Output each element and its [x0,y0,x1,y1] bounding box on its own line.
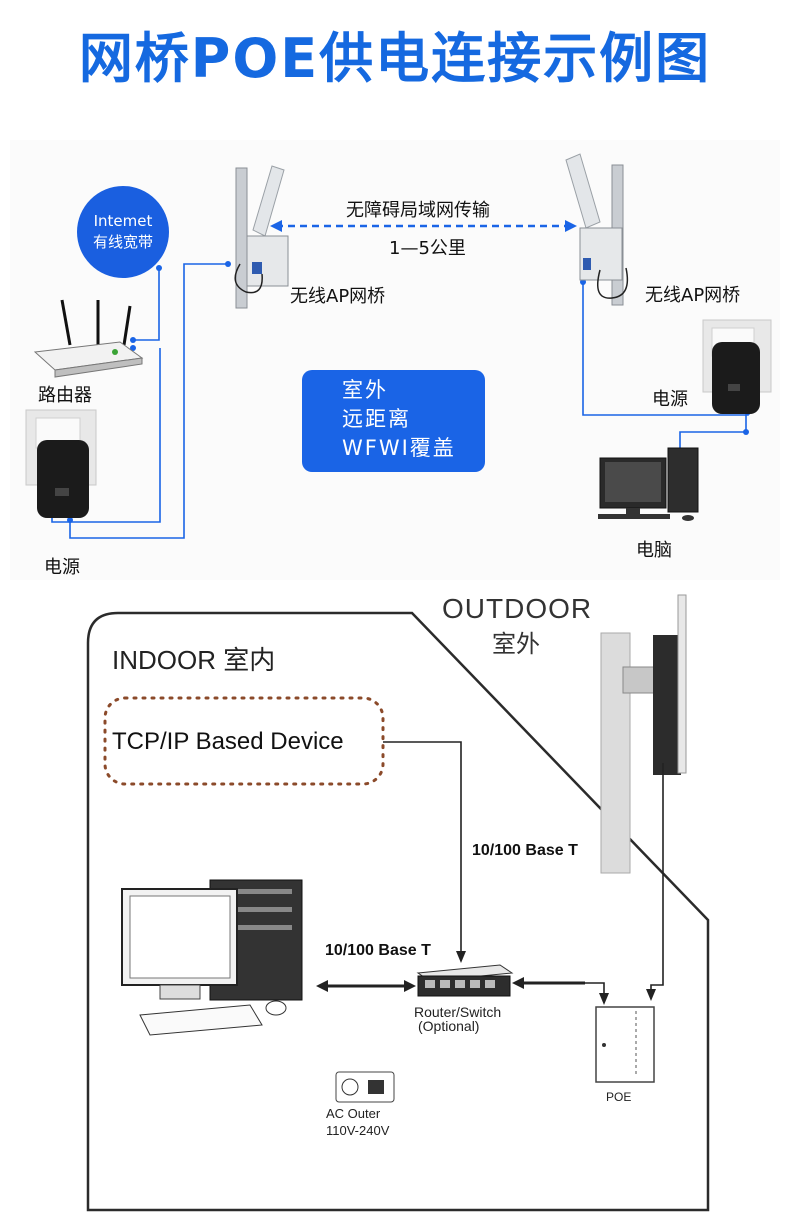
ethernet-lines [322,741,664,997]
ap-left-label: 无线AP网桥 [290,286,386,307]
internet-bubble: Intemet 有线宽带 [77,186,169,278]
ap-bridge-right-icon [565,153,629,306]
power-right-label: 电源 [652,389,688,410]
power-adapter-right-icon [702,319,772,414]
info-box-line1: 室外 [342,378,388,402]
router-switch-icon [416,964,514,997]
computer-label: 电脑 [636,540,672,561]
router-label: 路由器 [38,385,92,406]
arrow-right-head [565,220,577,232]
bottom-indoor-outdoor-diagram [86,594,710,1212]
poe-label: POE [606,1090,632,1104]
power-adapter-left-icon [25,409,97,518]
power-left-label: 电源 [44,557,80,578]
computer-icon [598,447,699,521]
arrowheads [316,951,656,1005]
page-title: 网桥POE供电连接示例图 [78,27,712,90]
ap-right-label: 无线AP网桥 [645,285,741,306]
ap-bridge-left-icon [234,165,289,309]
outdoor-label-en: OUTDOOR [442,593,593,624]
base-t-vertical-label: 10/100 Base T [472,842,578,859]
router-switch-optional-label: (Optional) [418,1018,480,1034]
internet-bubble-line1: Intemet [93,212,153,230]
base-t-horizontal-label: 10/100 Base T [325,942,431,959]
router-switch-label: Router/Switch [414,1004,502,1020]
ac-outlet-icon [335,1071,395,1103]
ac-label-1: AC Outer [326,1106,381,1121]
desktop-computer-icon [121,879,303,1036]
info-box-line3: WFWI覆盖 [342,436,456,460]
indoor-label: INDOOR 室内 [112,645,276,675]
link-label: 无障碍局域网传输 [346,200,490,221]
indoor-outline [86,611,710,1212]
arrow-left-head [270,220,282,232]
info-box-line2: 远距离 [342,407,411,431]
poe-injector-icon [595,1006,655,1083]
ac-label-2: 110V-240V [326,1123,390,1138]
device-box-label: TCP/IP Based Device [112,728,344,755]
outdoor-label-cn: 室外 [492,631,540,658]
distance-label: 1—5公里 [389,238,466,259]
info-box: 室外 远距离 WFWI覆盖 [302,370,485,472]
outdoor-antenna-icon [600,594,687,874]
device-box [103,696,385,786]
router-icon [33,299,144,378]
internet-bubble-line2: 有线宽带 [92,233,153,251]
